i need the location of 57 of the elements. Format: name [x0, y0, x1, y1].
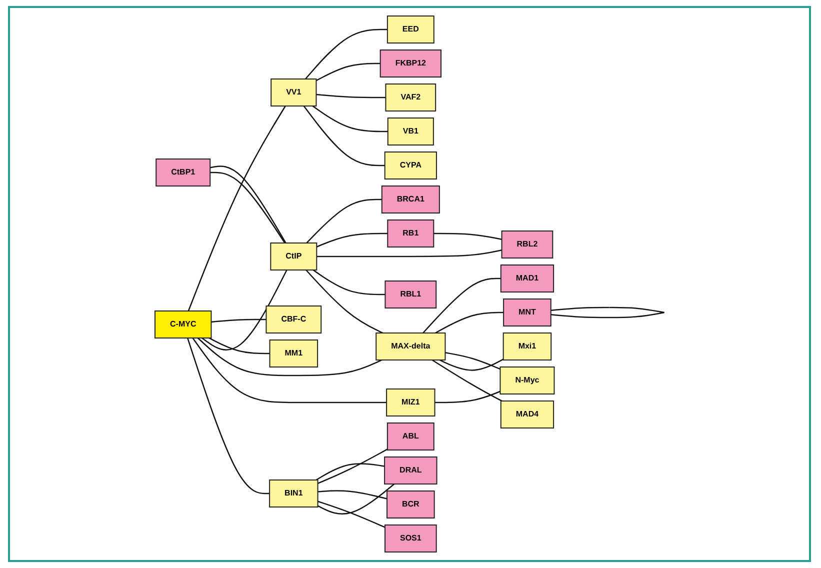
- node-box: BCR: [386, 490, 435, 518]
- connector: [317, 484, 394, 514]
- node-box: RBL2: [501, 230, 553, 258]
- connector: [197, 338, 382, 376]
- connector: [550, 306, 664, 318]
- connector: [434, 232, 502, 240]
- connector: [434, 312, 504, 334]
- node-box: VAF2: [385, 84, 436, 112]
- node-box: BRCA1: [381, 186, 440, 214]
- node-box: CtIP: [270, 242, 317, 270]
- connector: [434, 390, 500, 404]
- connector: [316, 463, 384, 481]
- connector: [439, 358, 504, 371]
- connector: [312, 269, 386, 296]
- node-box: MAX-delta: [375, 332, 446, 360]
- connector: [444, 352, 500, 370]
- node-box: RBL1: [384, 280, 436, 308]
- connector: [306, 198, 382, 244]
- connector: [211, 318, 266, 323]
- node-box: MAD1: [500, 264, 554, 292]
- connector: [312, 105, 388, 132]
- node-box: SOS1: [384, 524, 437, 552]
- connector: [318, 490, 387, 500]
- node-box: MM1: [269, 340, 318, 368]
- connector: [201, 270, 288, 350]
- node-box: CYPA: [384, 152, 437, 180]
- connector: [188, 106, 286, 312]
- node-box: DRAL: [384, 456, 438, 484]
- node-box: FKBP12: [380, 50, 442, 78]
- node-box: EED: [386, 16, 434, 44]
- connector: [305, 270, 383, 334]
- node-box: N-Myc: [500, 366, 555, 394]
- node-box: VB1: [387, 118, 434, 146]
- connector: [316, 62, 380, 82]
- connector: [192, 338, 386, 404]
- node-box: CtBP1: [155, 158, 210, 186]
- connector: [316, 94, 386, 98]
- connector: [422, 278, 501, 334]
- node-box: MNT: [502, 298, 552, 326]
- node-box: CBF-C: [266, 306, 322, 334]
- connector: [316, 249, 502, 258]
- node-box: RB1: [386, 220, 434, 248]
- connector: [432, 359, 502, 402]
- node-box: ABL: [386, 422, 434, 450]
- node-box: Mxi1: [502, 332, 552, 360]
- connector: [316, 232, 388, 248]
- node-box: VV1: [270, 78, 317, 106]
- connector: [317, 500, 386, 528]
- node-box: C-MYC: [154, 310, 212, 338]
- node-box: BIN1: [268, 479, 318, 508]
- connector: [186, 338, 270, 494]
- connector: [208, 337, 270, 354]
- connector: [303, 106, 385, 166]
- connector: [304, 28, 388, 80]
- node-box: MAD4: [500, 400, 554, 428]
- node-box: MIZ1: [386, 388, 436, 416]
- connector: [317, 448, 388, 484]
